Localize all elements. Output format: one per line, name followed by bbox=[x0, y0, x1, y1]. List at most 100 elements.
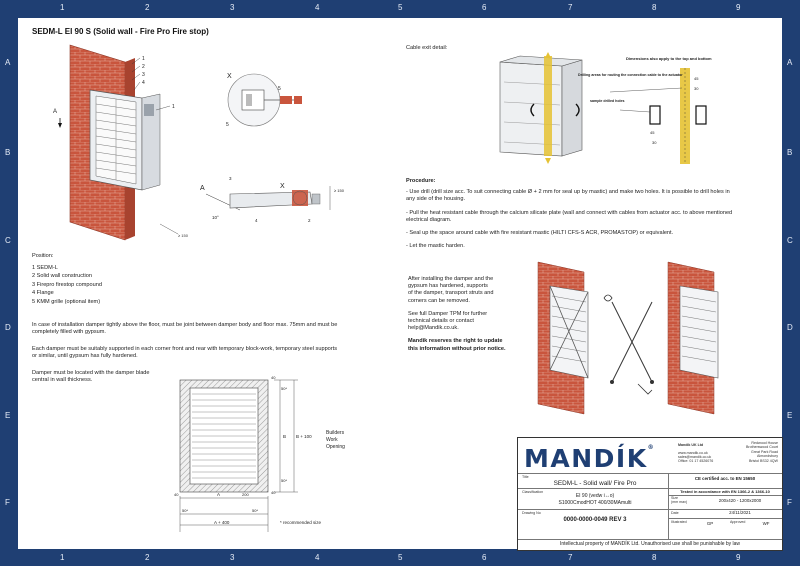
isometric-installation-drawing: ≥ 150 1 2 3 4 1 A bbox=[53, 44, 189, 241]
section-a-drawing: A X 10° ≥ 150 3 4 2 bbox=[200, 176, 345, 223]
after-line: corners can be removed. bbox=[408, 297, 470, 304]
classification-label: Classification bbox=[522, 490, 544, 494]
col-9: 9 bbox=[736, 3, 741, 12]
date-value: 24/11/2021 bbox=[729, 510, 751, 515]
col-6-bottom: 6 bbox=[482, 553, 487, 562]
after-line: gypsum has hardened, supports bbox=[408, 283, 488, 290]
mandik-logo: MANDÍK® bbox=[524, 444, 655, 473]
dim-a: A bbox=[217, 492, 220, 497]
row-c-right: C bbox=[787, 236, 793, 245]
note-floor: In case of installation damper tightly a… bbox=[32, 322, 338, 336]
company-website: www.mandik.co.uk bbox=[678, 451, 708, 455]
position-heading: Position: bbox=[32, 253, 54, 259]
builders-3: Opening bbox=[326, 444, 345, 450]
sample-note: sample drilled holes bbox=[590, 99, 625, 103]
col-2: 2 bbox=[145, 3, 150, 12]
after-line: technical details or contact bbox=[408, 318, 474, 325]
plan-callout-4: 4 bbox=[255, 218, 258, 223]
after-line: of the damper, transport struts and bbox=[408, 290, 494, 297]
detail-x-drawing: X 5 5 bbox=[226, 73, 302, 128]
row-e-right: E bbox=[787, 411, 793, 420]
address-line: Bristol BS32 4QW bbox=[749, 458, 778, 463]
detail-x-label: X bbox=[227, 73, 232, 80]
company-name: Mandik UK Ltd bbox=[678, 443, 704, 447]
dim-45-a: 45 bbox=[694, 76, 699, 81]
row-b-right: B bbox=[787, 148, 793, 157]
illustrated-label: Illustrated bbox=[671, 520, 687, 524]
opening-section-drawing: 40 50* 40 50* B B + 100 40 A 200 50* 50*… bbox=[174, 375, 345, 532]
procedure: Procedure: - Use drill (drill size acc. … bbox=[406, 178, 736, 256]
tested-note: Tested in accordance with EN 1366-2 & 13… bbox=[680, 489, 770, 494]
plan-callout-3: 3 bbox=[229, 176, 232, 181]
col-9-bottom: 9 bbox=[736, 553, 741, 562]
plan-callout-2: 2 bbox=[308, 218, 311, 223]
col-3-bottom: 3 bbox=[230, 553, 235, 562]
col-4: 4 bbox=[315, 3, 320, 12]
logo-reg-mark: ® bbox=[647, 444, 656, 451]
dim-30-a: 30 bbox=[694, 86, 699, 91]
procedure-step: - Let the mastic harden. bbox=[406, 243, 465, 250]
procedure-step: - Seal up the space around cable with fi… bbox=[406, 230, 674, 237]
col-1-bottom: 1 bbox=[60, 553, 65, 562]
position-item: 5 KMM grille (optional item) bbox=[32, 298, 101, 305]
dim-b100: B + 100 bbox=[296, 434, 312, 439]
callout-3: 3 bbox=[142, 72, 145, 78]
approved-label: Approved bbox=[730, 520, 746, 524]
company-office: Office: 01 17 4526076 bbox=[678, 459, 714, 463]
tb-divider bbox=[668, 495, 782, 496]
position-item: 1 SEDM-L bbox=[32, 264, 58, 271]
angle-label: 10° bbox=[212, 215, 219, 220]
row-d-right: D bbox=[787, 323, 793, 332]
after-line: After installing the damper and the bbox=[408, 276, 494, 282]
row-e: E bbox=[5, 411, 11, 420]
dim-50-left: 50* bbox=[182, 508, 188, 513]
col-7-bottom: 7 bbox=[568, 553, 573, 562]
col-5: 5 bbox=[398, 3, 403, 12]
builders-2: Work bbox=[326, 437, 338, 443]
after-line: See full Damper TPM for further bbox=[408, 310, 488, 317]
title-value: SEDM-L - Solid wall/ Fire Pro bbox=[553, 480, 637, 487]
company-address: Redwood House Brotherswood Court Great P… bbox=[728, 441, 778, 463]
callout-1b: 1 bbox=[172, 104, 175, 110]
dim-150b-label: ≥ 150 bbox=[334, 188, 345, 193]
col-3: 3 bbox=[230, 3, 235, 12]
dims-note: Dimensions also apply to the top and bot… bbox=[626, 56, 712, 61]
col-8: 8 bbox=[652, 3, 657, 12]
section-a-plan-label: A bbox=[200, 185, 205, 192]
row-f-right: F bbox=[787, 498, 792, 507]
after-line: this information without prior notice. bbox=[408, 345, 506, 352]
after-line: Mandik reserves the right to update bbox=[408, 338, 503, 345]
company-email: sales@mandik.co.uk bbox=[678, 455, 712, 459]
callout-4: 4 bbox=[142, 80, 145, 86]
position-item: 3 Firepro firestop compound bbox=[32, 281, 102, 288]
address-line: Redwood House bbox=[751, 441, 778, 445]
procedure-step: - Use drill (drill size acc. To suit con… bbox=[406, 189, 730, 203]
dim-left-40: 40 bbox=[174, 492, 179, 497]
row-b: B bbox=[5, 148, 11, 157]
logo-text: MANDÍK bbox=[524, 444, 648, 473]
dim-50-bottom: 50* bbox=[281, 478, 287, 483]
col-8-bottom: 8 bbox=[652, 553, 657, 562]
address-line: Brotherswood Court bbox=[746, 445, 778, 450]
col-1: 1 bbox=[60, 3, 65, 12]
dim-30-b: 30 bbox=[652, 140, 657, 145]
address-line: Great Park Road bbox=[751, 449, 778, 454]
struts-removal-drawing bbox=[537, 261, 719, 415]
dim-150-label: ≥ 150 bbox=[178, 233, 189, 238]
tb-divider bbox=[518, 488, 782, 489]
dim-a400: A + 400 bbox=[214, 520, 230, 525]
drawing-title: SEDM-L EI 90 S (Solid wall - Fire Pro Fi… bbox=[32, 27, 209, 36]
size-label: Size bbox=[671, 496, 678, 500]
col-5-bottom: 5 bbox=[398, 553, 403, 562]
address-line: Almondsbury bbox=[757, 454, 778, 459]
drawing-number: 0000-0000-0049 REV 3 bbox=[563, 517, 627, 523]
size-value: 200x420 - 1200x2000 bbox=[718, 498, 762, 503]
detail-callout-5b: 5 bbox=[226, 122, 229, 128]
col-7: 7 bbox=[568, 3, 573, 12]
title-label: Title bbox=[522, 475, 529, 479]
drawing-label: Drawing No bbox=[522, 511, 541, 515]
size-sub: (mm max) bbox=[671, 500, 688, 504]
row-c: C bbox=[5, 236, 11, 245]
col-4-bottom: 4 bbox=[315, 553, 320, 562]
